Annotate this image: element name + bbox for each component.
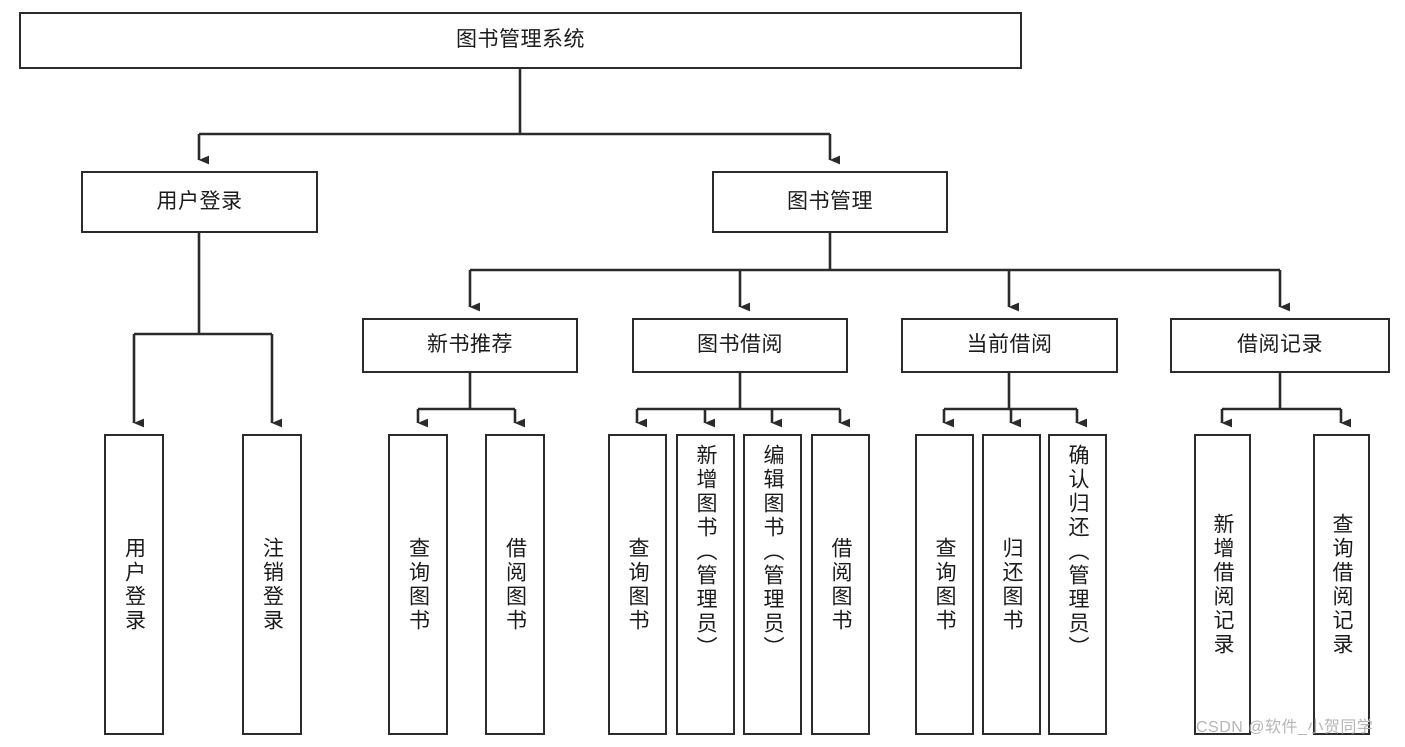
edge-group-root-to-level1 [197, 69, 841, 165]
node-root[interactable]: 图书管理系统 [19, 12, 1022, 69]
node-book-manage-label: 图书管理 [787, 189, 873, 213]
node-leaf-edit-book-label: 编辑图书（管理员） [761, 444, 784, 660]
node-leaf-query-book-1[interactable]: 查询图书 [388, 434, 448, 735]
node-current-borrow-label: 当前借阅 [966, 333, 1053, 357]
node-leaf-query-record[interactable]: 查询借阅记录 [1313, 434, 1370, 735]
node-book-manage[interactable]: 图书管理 [712, 171, 948, 233]
node-new-book-rec[interactable]: 新书推荐 [362, 318, 578, 373]
node-borrow-record[interactable]: 借阅记录 [1170, 318, 1390, 373]
node-leaf-edit-book[interactable]: 编辑图书（管理员） [743, 434, 802, 735]
node-leaf-return-book-label: 归还图书 [1000, 536, 1023, 633]
edge-group-book-borrow-children [635, 373, 851, 428]
node-leaf-add-record-label: 新增借阅记录 [1211, 512, 1234, 657]
edge-group-book-manage-children [468, 233, 1291, 312]
edge-group-new-book-rec-children [416, 373, 526, 428]
node-borrow-record-label: 借阅记录 [1237, 333, 1323, 357]
node-leaf-borrow-book-2-label: 借阅图书 [829, 536, 852, 633]
node-leaf-user-login-label: 用户登录 [122, 536, 146, 633]
node-root-label: 图书管理系统 [456, 28, 585, 52]
node-leaf-borrow-book-2[interactable]: 借阅图书 [811, 434, 870, 735]
node-leaf-confirm-return-label: 确认归还（管理员） [1066, 444, 1089, 660]
node-current-borrow[interactable]: 当前借阅 [901, 318, 1118, 373]
node-new-book-rec-label: 新书推荐 [427, 333, 513, 357]
node-leaf-add-book-label: 新增图书（管理员） [694, 444, 717, 660]
node-book-borrow[interactable]: 图书借阅 [632, 318, 848, 373]
node-user-login-label: 用户登录 [156, 189, 243, 213]
node-leaf-query-book-1-label: 查询图书 [406, 536, 430, 633]
node-leaf-add-book[interactable]: 新增图书（管理员） [676, 434, 735, 735]
node-leaf-user-login[interactable]: 用户登录 [104, 434, 164, 735]
node-leaf-borrow-book-1[interactable]: 借阅图书 [485, 434, 545, 735]
node-leaf-logout-label: 注销登录 [260, 536, 284, 633]
node-leaf-return-book[interactable]: 归还图书 [982, 434, 1041, 735]
node-leaf-query-book-3[interactable]: 查询图书 [915, 434, 974, 735]
node-leaf-query-book-3-label: 查询图书 [933, 536, 956, 633]
node-book-borrow-label: 图书借阅 [697, 333, 783, 357]
watermark-text: CSDN @软件_小贺同学 [1196, 719, 1374, 736]
node-leaf-query-book-2-label: 查询图书 [626, 536, 649, 633]
node-leaf-logout[interactable]: 注销登录 [242, 434, 302, 735]
node-leaf-confirm-return[interactable]: 确认归还（管理员） [1048, 434, 1107, 735]
edge-group-current-borrow-children [942, 373, 1088, 428]
edge-group-borrow-record-children [1220, 373, 1352, 428]
node-user-login[interactable]: 用户登录 [81, 171, 318, 233]
node-leaf-borrow-book-1-label: 借阅图书 [503, 536, 527, 633]
edge-group-user-login-children [132, 233, 283, 428]
node-leaf-query-book-2[interactable]: 查询图书 [608, 434, 667, 735]
node-leaf-query-record-label: 查询借阅记录 [1330, 512, 1353, 657]
node-leaf-add-record[interactable]: 新增借阅记录 [1194, 434, 1251, 735]
